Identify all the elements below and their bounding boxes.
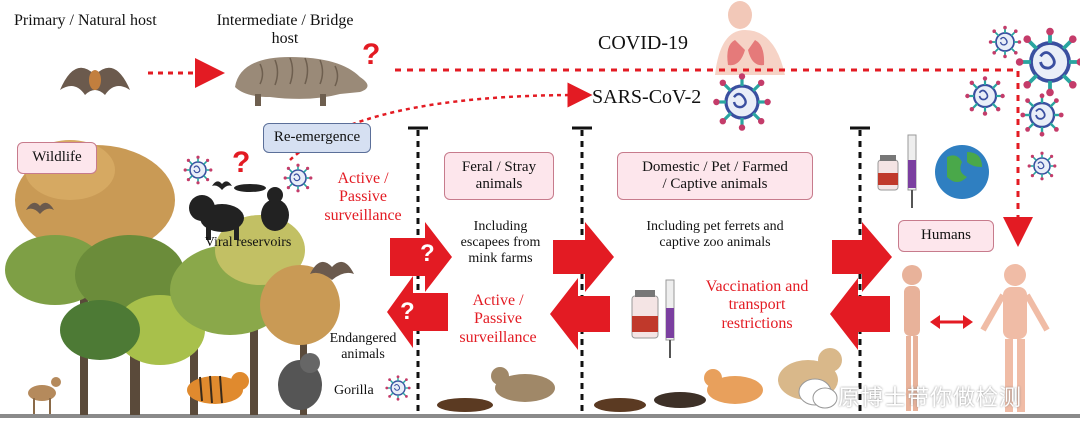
covid-label: COVID-19 xyxy=(598,32,688,54)
virus-icon xyxy=(384,374,412,402)
feral-box-line: Feral / Stray xyxy=(461,158,537,175)
escapees-label: Including escapees from mink farms xyxy=(448,219,553,267)
escapees-line: escapees from xyxy=(460,235,541,251)
question-mark: ? xyxy=(362,38,381,71)
ferret-icon xyxy=(437,398,493,412)
endangered-label: Endangered animals xyxy=(318,331,408,363)
ground-line xyxy=(0,414,1080,418)
human-figure xyxy=(980,264,1050,412)
transmission-arrows xyxy=(387,222,892,350)
question-mark: ? xyxy=(420,240,435,267)
cat-icon xyxy=(704,369,763,404)
vaccine-vial-icon xyxy=(877,155,899,191)
pangolin-icon xyxy=(235,57,368,106)
pets-line: captive zoo animals xyxy=(659,235,771,251)
primary-host-label: Primary / Natural host xyxy=(14,12,157,29)
intermediate-host-line: host xyxy=(271,30,299,48)
ferret-icon xyxy=(654,392,706,408)
endangered-line: animals xyxy=(341,347,385,363)
virus-icon xyxy=(1019,92,1065,138)
bat-icon xyxy=(310,261,354,280)
viral-reservoirs-label: Viral reservoirs xyxy=(204,235,292,250)
escapees-line: Including xyxy=(473,219,528,234)
vaccination-line: Vaccination and xyxy=(705,278,809,295)
covid-spread-arrow xyxy=(395,68,1033,247)
domestic-box-line: / Captive animals xyxy=(662,176,768,192)
lungs-person-icon xyxy=(715,1,785,75)
deer-icon xyxy=(28,377,61,414)
virus-icon xyxy=(1026,150,1058,182)
reemergence-box: Re-emergence xyxy=(263,123,371,153)
virus-icon xyxy=(964,75,1006,117)
surveillance-line: Active / xyxy=(472,292,524,309)
domestic-box-line: Domestic / Pet / Farmed xyxy=(642,158,788,175)
bat-icon xyxy=(212,181,232,190)
surveillance-label-bottom: Active / Passive surveillance xyxy=(453,292,543,347)
watermark-text: 原博士带你做检测 xyxy=(838,386,1023,411)
virus-icon xyxy=(282,162,314,194)
gorilla-icon xyxy=(278,353,322,410)
vaccination-line: restrictions xyxy=(721,314,793,332)
barrier-lines xyxy=(416,130,862,414)
virus-icon xyxy=(182,154,214,186)
virus-icon xyxy=(1013,25,1080,99)
question-mark: ? xyxy=(400,298,415,325)
virus-icon xyxy=(711,71,773,133)
domestic-animals-box: Domestic / Pet / Farmed / Captive animal… xyxy=(617,152,813,200)
humans-box: Humans xyxy=(898,220,994,252)
human-contact-arrow xyxy=(930,315,973,329)
surveillance-line: surveillance xyxy=(459,328,537,346)
virus-icon xyxy=(987,24,1023,60)
surveillance-line: Passive xyxy=(474,310,522,328)
vaccination-line: transport xyxy=(728,296,786,314)
wildlife-box: Wildlife xyxy=(17,142,97,174)
human-figure xyxy=(902,265,922,411)
sars-label: SARS-CoV-2 xyxy=(592,86,702,108)
syringe-icon xyxy=(907,134,917,208)
tiger-icon xyxy=(187,372,249,404)
syringe-icon xyxy=(665,279,675,358)
cat-icon xyxy=(491,367,555,402)
intermediate-host-label: Intermediate / Bridge host xyxy=(200,12,370,49)
surveillance-line: Active / xyxy=(337,170,389,187)
bat-icon xyxy=(26,202,54,214)
vaccine-vial-icon xyxy=(631,290,659,339)
question-mark: ? xyxy=(232,146,251,179)
surveillance-line: Passive xyxy=(339,188,387,206)
lion-icon xyxy=(189,195,244,240)
bat-icon xyxy=(60,67,130,95)
globe-icon xyxy=(935,145,989,199)
pets-label: Including pet ferrets and captive zoo an… xyxy=(620,219,810,251)
vaccination-label: Vaccination and transport restrictions xyxy=(692,278,822,333)
wechat-icon xyxy=(798,378,838,409)
feral-animals-box: Feral / Stray animals xyxy=(444,152,554,200)
feral-box-line: animals xyxy=(475,176,523,192)
pets-line: Including pet ferrets and xyxy=(646,219,784,234)
monkey-icon xyxy=(261,187,289,231)
endangered-line: Endangered xyxy=(329,331,397,346)
surveillance-line: surveillance xyxy=(324,206,402,224)
escapees-line: mink farms xyxy=(468,251,533,267)
intermediate-host-line: Intermediate / Bridge xyxy=(216,12,354,29)
ferret-icon xyxy=(594,398,646,412)
surveillance-label-top: Active / Passive surveillance xyxy=(318,170,408,225)
gorilla-label: Gorilla xyxy=(334,383,374,398)
weasel-icon xyxy=(234,184,266,192)
